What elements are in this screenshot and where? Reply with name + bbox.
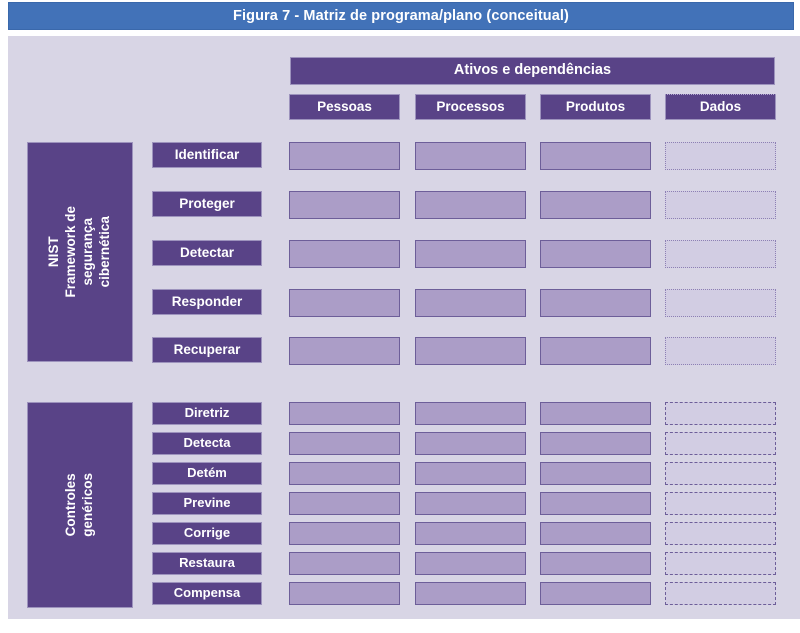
nist-line-1: NIST <box>46 236 62 268</box>
column-header-processos: Processos <box>415 94 526 120</box>
matrix-cell[interactable] <box>540 142 651 170</box>
row-label-detectar[interactable]: Detectar <box>152 240 262 266</box>
matrix-cell[interactable] <box>415 240 526 268</box>
row-label-diretriz[interactable]: Diretriz <box>152 402 262 425</box>
matrix-cell[interactable] <box>540 402 651 425</box>
matrix-cell[interactable] <box>289 432 400 455</box>
group-label-controles-text: Controles genéricos <box>63 473 97 537</box>
matrix-cell[interactable] <box>415 462 526 485</box>
matrix-cell[interactable] <box>540 462 651 485</box>
matrix-cell[interactable] <box>289 142 400 170</box>
matrix-cell[interactable] <box>289 402 400 425</box>
nist-line-2: Framework de <box>63 206 79 298</box>
nist-line-3: segurança <box>79 218 95 286</box>
controles-line-2: genéricos <box>80 473 95 537</box>
row-label-previne[interactable]: Previne <box>152 492 262 515</box>
matrix-cell[interactable] <box>289 240 400 268</box>
matrix-cell[interactable] <box>540 191 651 219</box>
row-label-responder[interactable]: Responder <box>152 289 262 315</box>
matrix-cell[interactable] <box>415 142 526 170</box>
row-label-recuperar[interactable]: Recuperar <box>152 337 262 363</box>
matrix-cell[interactable] <box>415 522 526 545</box>
row-label-identificar[interactable]: Identificar <box>152 142 262 168</box>
matrix-cell[interactable] <box>540 432 651 455</box>
matrix-cell[interactable] <box>415 582 526 605</box>
matrix-cell[interactable] <box>540 552 651 575</box>
matrix-cell[interactable] <box>665 142 776 170</box>
matrix-cell[interactable] <box>289 582 400 605</box>
matrix-cell[interactable] <box>415 552 526 575</box>
controles-line-1: Controles <box>63 473 79 537</box>
matrix-cell[interactable] <box>415 432 526 455</box>
row-label-detem[interactable]: Detém <box>152 462 262 485</box>
matrix-cell[interactable] <box>665 289 776 317</box>
matrix-cell[interactable] <box>665 552 776 575</box>
matrix-cell[interactable] <box>540 582 651 605</box>
row-label-detecta[interactable]: Detecta <box>152 432 262 455</box>
column-header-produtos: Produtos <box>540 94 651 120</box>
matrix-cell[interactable] <box>289 552 400 575</box>
matrix-cell[interactable] <box>540 289 651 317</box>
matrix-cell[interactable] <box>415 289 526 317</box>
matrix-cell[interactable] <box>289 492 400 515</box>
matrix-cell[interactable] <box>415 492 526 515</box>
column-header-dados: Dados <box>665 94 776 120</box>
row-label-proteger[interactable]: Proteger <box>152 191 262 217</box>
matrix-cell[interactable] <box>540 337 651 365</box>
matrix-cell[interactable] <box>665 432 776 455</box>
row-label-restaura[interactable]: Restaura <box>152 552 262 575</box>
matrix-cell[interactable] <box>665 492 776 515</box>
matrix-cell[interactable] <box>665 191 776 219</box>
group-label-nist: NIST Framework de segurança cibernética <box>27 142 133 362</box>
matrix-cell[interactable] <box>540 522 651 545</box>
figure-title: Figura 7 - Matriz de programa/plano (con… <box>8 2 794 30</box>
matrix-cell[interactable] <box>665 402 776 425</box>
matrix-cell[interactable] <box>289 337 400 365</box>
matrix-cell[interactable] <box>665 462 776 485</box>
matrix-cell[interactable] <box>289 462 400 485</box>
matrix-cell[interactable] <box>540 240 651 268</box>
matrix-cell[interactable] <box>289 289 400 317</box>
matrix-cell[interactable] <box>665 522 776 545</box>
matrix-cell[interactable] <box>289 522 400 545</box>
assets-banner: Ativos e dependências <box>290 57 775 85</box>
matrix-panel: Ativos e dependências Pessoas Processos … <box>8 36 800 619</box>
row-label-compensa[interactable]: Compensa <box>152 582 262 605</box>
matrix-cell[interactable] <box>665 337 776 365</box>
matrix-cell[interactable] <box>289 191 400 219</box>
row-label-corrige[interactable]: Corrige <box>152 522 262 545</box>
matrix-cell[interactable] <box>540 492 651 515</box>
matrix-cell[interactable] <box>415 402 526 425</box>
column-header-pessoas: Pessoas <box>289 94 400 120</box>
group-label-controles-genericos: Controles genéricos <box>27 402 133 608</box>
matrix-cell[interactable] <box>665 582 776 605</box>
matrix-cell[interactable] <box>415 191 526 219</box>
group-label-nist-text: NIST Framework de segurança cibernética <box>46 206 114 298</box>
matrix-cell[interactable] <box>415 337 526 365</box>
matrix-cell[interactable] <box>665 240 776 268</box>
nist-line-4: cibernética <box>96 216 112 288</box>
